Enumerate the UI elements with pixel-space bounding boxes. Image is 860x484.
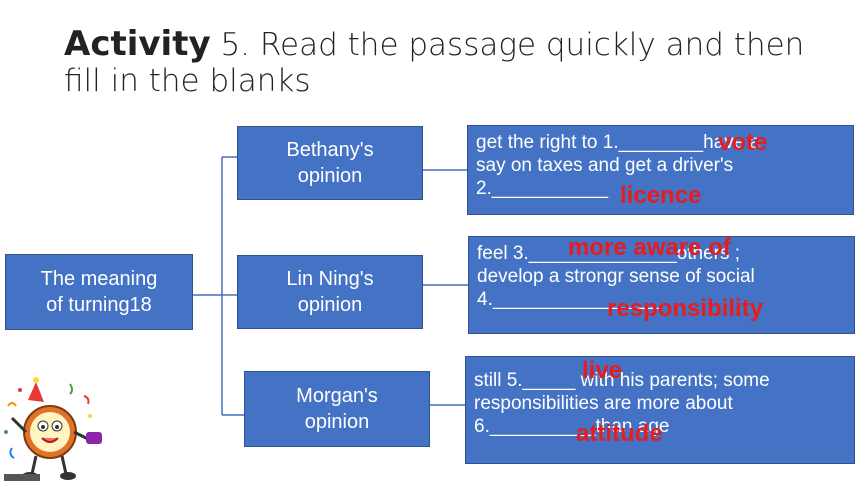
lin-ning-line2: opinion xyxy=(297,294,363,316)
answer-5: live xyxy=(582,357,623,384)
detail-line: 2.___________ xyxy=(476,178,609,199)
detail-line: say on taxes and get a driver's xyxy=(476,155,734,176)
answer-3: more aware of xyxy=(568,234,731,261)
title-bold: Activity xyxy=(64,24,211,64)
detail-line: still 5._____ with his parents; some xyxy=(474,370,770,391)
lin-ning-detail: feel 3.______________others ; develop a … xyxy=(468,236,855,334)
detail-line: 6.__________than age xyxy=(474,416,670,437)
answer-1: vote xyxy=(718,129,768,156)
bethany-box: Bethany's opinion xyxy=(237,126,423,200)
lin-ning-box: Lin Ning's opinion xyxy=(237,255,423,329)
detail-line: 4.________________ xyxy=(477,289,662,310)
detail-line: feel 3.______________others ; xyxy=(477,243,741,264)
watermark xyxy=(4,474,40,481)
root-box: The meaning of turning18 xyxy=(5,254,193,330)
bethany-line1: Bethany's xyxy=(286,139,374,161)
root-line2: of turning18 xyxy=(46,294,152,316)
party-clock-mascot-icon xyxy=(4,377,102,480)
page-title: Activity 5. Read the passage quickly and… xyxy=(64,26,824,99)
detail-line: develop a strongr sense of social xyxy=(477,266,755,287)
detail-line: responsibilities are more about xyxy=(474,393,733,414)
answer-6: attitude xyxy=(576,420,663,447)
morgan-box: Morgan's opinion xyxy=(244,371,430,447)
bethany-detail: get the right to 1.________have a say on… xyxy=(467,125,854,215)
bethany-line2: opinion xyxy=(297,165,363,187)
root-line1: The meaning xyxy=(40,268,158,290)
lin-ning-line1: Lin Ning's xyxy=(286,268,374,290)
morgan-line1: Morgan's xyxy=(296,385,378,407)
morgan-detail: still 5._____ with his parents; some res… xyxy=(465,356,855,464)
morgan-line2: opinion xyxy=(304,411,370,433)
title-rest: 5. Read the passage quickly and then fil… xyxy=(64,27,805,99)
answer-2: licence xyxy=(620,182,702,209)
answer-4: responsibility xyxy=(607,295,764,322)
detail-line: get the right to 1.________have a xyxy=(476,132,761,153)
